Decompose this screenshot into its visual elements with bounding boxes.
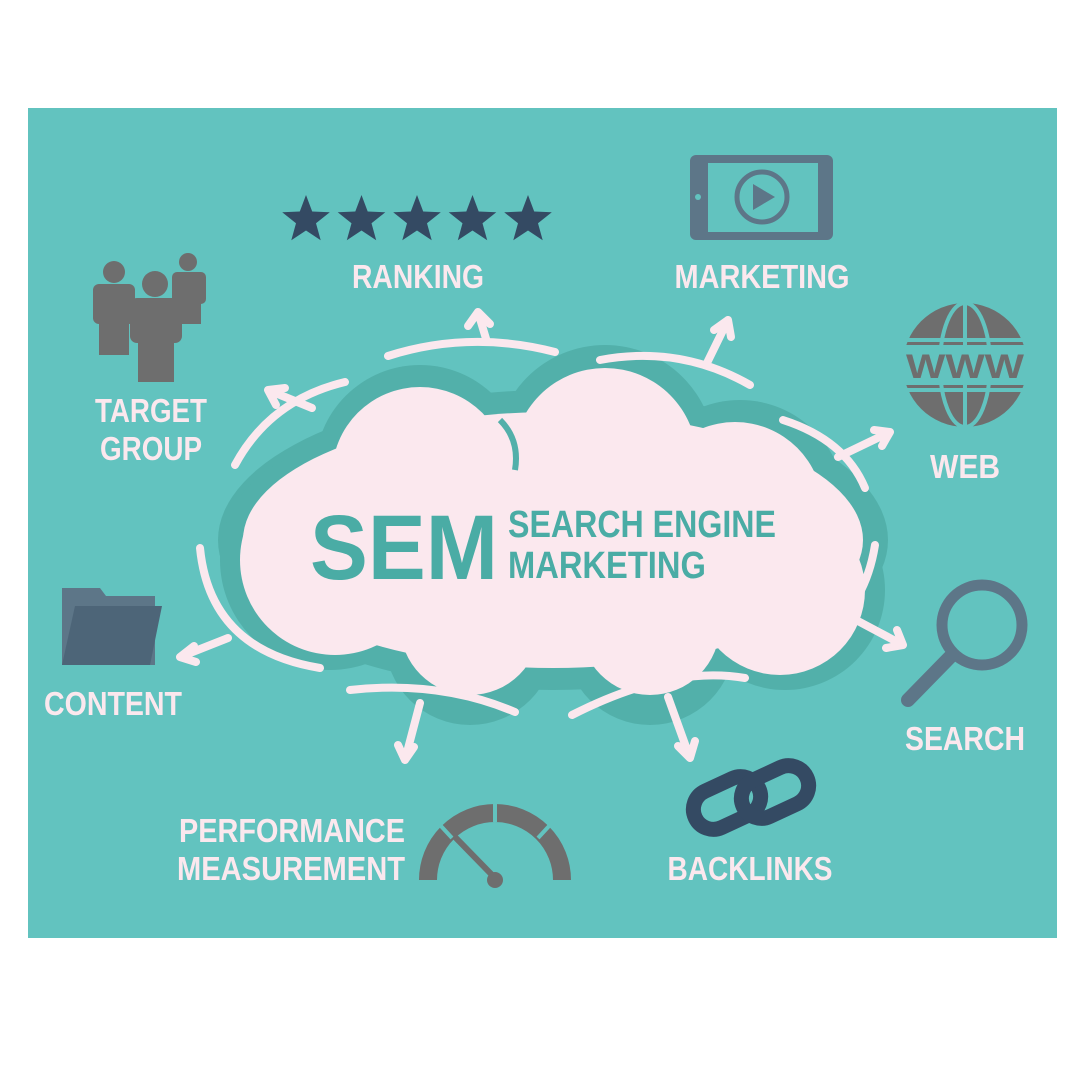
arrow-target-group-head (264, 384, 316, 412)
arrow-backlinks (568, 671, 749, 719)
arrow-marketing (596, 351, 754, 389)
label-web: WEB (930, 448, 1000, 485)
label-target: TARGET (95, 392, 207, 429)
arrow-performance (346, 683, 519, 716)
label-group: GROUP (100, 430, 202, 467)
star-icon (393, 195, 441, 241)
arrow-ranking-head (464, 308, 494, 346)
people-group-icon (93, 253, 206, 382)
label-marketing: MARKETING (675, 258, 850, 295)
label-performance: PERFORMANCE (179, 812, 405, 849)
center-title-line2: MARKETING (508, 545, 706, 587)
label-measurement: MEASUREMENT (177, 850, 405, 887)
arrow-content-head (176, 634, 232, 666)
star-icon (337, 195, 386, 241)
arrow-backlinks-head (664, 693, 699, 762)
star-icon (504, 195, 552, 241)
arrow-web (779, 416, 869, 492)
arrow-content (196, 544, 324, 672)
label-content: CONTENT (44, 685, 182, 722)
globe-www-icon: WWW (900, 301, 1030, 429)
label-ranking: RANKING (352, 258, 484, 295)
search-magnifier-icon (901, 579, 1028, 707)
ranking-stars (282, 195, 552, 241)
star-icon (282, 195, 330, 241)
chain-link-icon (685, 758, 817, 837)
label-backlinks: BACKLINKS (668, 850, 833, 887)
arrow-performance-head (394, 699, 424, 764)
arrow-search-head (852, 616, 907, 652)
arrow-search (756, 541, 879, 664)
center-title-line1: SEARCH ENGINE (508, 504, 776, 546)
arrow-ranking (384, 337, 559, 360)
arrow-marketing-head (702, 316, 735, 369)
tablet-video-icon (690, 155, 833, 240)
globe-www-text: WWW (906, 348, 1025, 386)
arrow-web-head (834, 426, 894, 461)
label-search: SEARCH (905, 720, 1025, 757)
cloud-inner-line (497, 417, 519, 471)
arrow-target-group (231, 378, 349, 469)
sem-acronym: SEM (310, 497, 499, 599)
folder-icon (62, 588, 162, 665)
star-icon (448, 195, 497, 241)
gauge-icon (419, 803, 571, 888)
